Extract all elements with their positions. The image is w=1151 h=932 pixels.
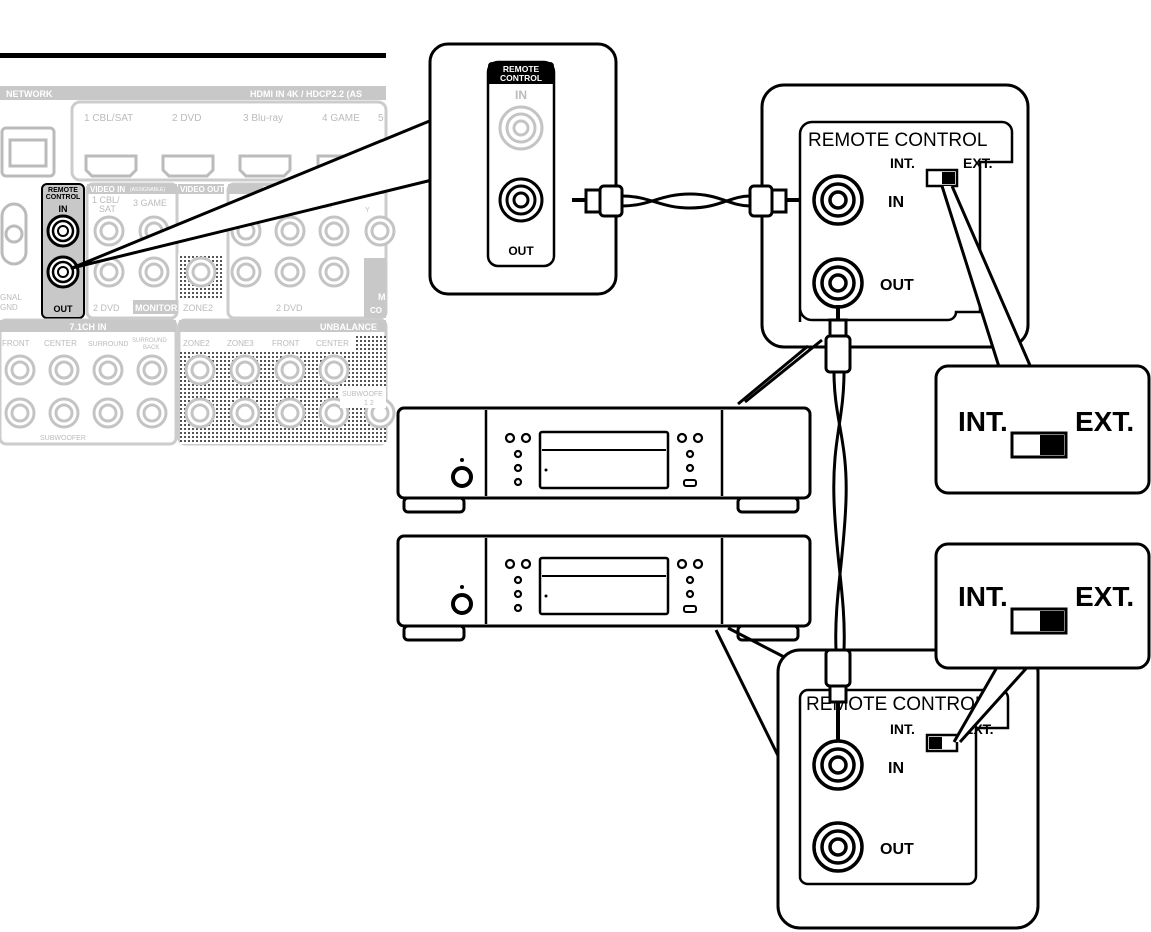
component-m-label: M bbox=[378, 292, 386, 302]
hdmi-input-labels: 1 CBL/SAT 2 DVD 3 Blu-ray 4 GAME 5 bbox=[84, 113, 384, 124]
ch-surround-back-label-2: BACK bbox=[143, 345, 159, 351]
panel-remote-label-1: REMOTE bbox=[48, 187, 78, 194]
component-co-label: CO bbox=[370, 306, 382, 315]
device-top-remote-panel: REMOTE CONTROL INT. EXT. IN OUT bbox=[760, 83, 1030, 349]
ch-surround-back-label-1: SURROUND bbox=[132, 338, 167, 344]
device-top-int: INT. bbox=[890, 155, 915, 171]
player-bottom-buttons bbox=[504, 558, 704, 613]
switch-zoom-top-ext: EXT. bbox=[1075, 406, 1134, 437]
device-bottom-out-label: OUT bbox=[880, 841, 914, 858]
multichannel-jacks bbox=[4, 354, 168, 429]
video-out-label: VIDEO OUT bbox=[180, 185, 224, 194]
video-jacks bbox=[93, 215, 217, 288]
panel-top-edge bbox=[0, 53, 386, 58]
device-bottom-out-jack bbox=[812, 821, 864, 873]
device-bottom-int: INT. bbox=[890, 721, 915, 737]
unbalanced-label: UNBALANCE bbox=[320, 322, 377, 332]
device-bottom-remote-panel: REMOTE CONTROL INT. EXT. IN OUT bbox=[714, 626, 1040, 930]
switch-zoom-bottom-int: INT. bbox=[958, 581, 1008, 612]
ch-surround-label: SURROUND bbox=[88, 341, 128, 348]
component-jacks bbox=[230, 215, 396, 288]
video-in-1b-label: SAT bbox=[99, 204, 116, 214]
switch-zoom-top-int: INT. bbox=[958, 406, 1008, 437]
ch-front-label: FRONT bbox=[2, 339, 30, 348]
video-in-note: (ASSIGNABLE) bbox=[130, 187, 165, 193]
device-bottom-in-label: IN bbox=[888, 760, 904, 777]
panel-remote-out-jack bbox=[46, 255, 80, 289]
player-device-top bbox=[396, 338, 823, 514]
rca-cable-horizontal bbox=[572, 184, 800, 218]
player-top-display bbox=[538, 430, 670, 490]
hdmi-input-1-label: 1 CBL/SAT bbox=[84, 113, 133, 124]
preout-center-label: CENTER bbox=[316, 339, 349, 348]
video-in-2-label: 2 DVD bbox=[93, 303, 120, 313]
hdmi-input-3-label: 3 Blu-ray bbox=[243, 113, 283, 124]
device-bottom-switch bbox=[925, 733, 959, 753]
preout-jacks bbox=[184, 354, 396, 429]
component-y2-label: Y bbox=[365, 207, 370, 214]
signal-gnd-terminal bbox=[0, 202, 28, 266]
panel-header-strip bbox=[0, 86, 386, 100]
switch-zoom-bottom-frame bbox=[934, 542, 1151, 670]
player-bottom-power-button bbox=[451, 593, 473, 615]
hdmi-port-2 bbox=[161, 154, 215, 178]
callout-title-2: CONTROL bbox=[500, 73, 542, 83]
callout-in-jack bbox=[498, 105, 544, 151]
device-top-ext: EXT. bbox=[963, 155, 993, 171]
device-top-title: REMOTE CONTROL bbox=[808, 130, 987, 151]
panel-remote-label-2: CONTROL bbox=[46, 194, 81, 201]
panel-remote-out-label: OUT bbox=[54, 304, 74, 314]
preout-subwoofer-label: SUBWOOFE bbox=[342, 391, 383, 398]
multichannel-in-label: 7.1CH IN bbox=[69, 322, 106, 332]
hdmi-input-4-label: 4 GAME bbox=[322, 113, 360, 124]
player-top-buttons bbox=[504, 432, 704, 487]
video-in-1-label: 1 CBL/ bbox=[92, 195, 120, 205]
callout-in-label: IN bbox=[515, 88, 527, 102]
hdmi-header-label: HDMI IN 4K / HDCP2.2 (AS bbox=[250, 89, 362, 99]
switch-zoom-top: INT. EXT. bbox=[934, 185, 1151, 495]
device-top-in-jack bbox=[812, 174, 864, 226]
callout-out-jack bbox=[498, 177, 544, 223]
ch-center-label: CENTER bbox=[44, 339, 77, 348]
player-top-power-button bbox=[451, 466, 473, 488]
ch-subwoofer-label: SUBWOOFER bbox=[40, 435, 86, 442]
switch-zoom-bottom: INT. EXT. bbox=[934, 542, 1151, 744]
preout-front-label: FRONT bbox=[272, 339, 300, 348]
preout-zone3-label: ZONE3 bbox=[227, 339, 254, 348]
component-2-label: 2 DVD bbox=[276, 303, 303, 313]
preout-sub-numbers: 1 2 bbox=[364, 400, 374, 407]
switch-zoom-bottom-ext: EXT. bbox=[1075, 581, 1134, 612]
player-bottom-display bbox=[538, 556, 670, 616]
signal-gnd-label-2: GND bbox=[0, 303, 18, 312]
receiver-rear-panel: NETWORK HDMI IN 4K / HDCP2.2 (AS 1 CBL/S… bbox=[0, 53, 396, 446]
device-top-out-label: OUT bbox=[880, 277, 914, 294]
player-device-bottom bbox=[396, 534, 812, 642]
panel-remote-in-jack bbox=[46, 214, 80, 248]
network-label: NETWORK bbox=[6, 89, 53, 99]
switch-zoom-top-frame bbox=[934, 364, 1151, 495]
panel-remote-in-label: IN bbox=[59, 204, 68, 214]
remote-control-zoom-callout: REMOTE CONTROL IN OUT bbox=[428, 42, 618, 296]
callout-title-1: REMOTE bbox=[503, 64, 540, 74]
monitor-label: MONITOR bbox=[135, 303, 178, 313]
zone2-video-label: ZONE2 bbox=[183, 303, 213, 313]
hdmi-port-1 bbox=[84, 154, 138, 178]
device-top-out-jack bbox=[812, 257, 864, 309]
hdmi-input-2-label: 2 DVD bbox=[172, 113, 201, 124]
device-bottom-title: REMOTE CONTROL bbox=[806, 694, 985, 715]
preout-zone2-label: ZONE2 bbox=[183, 339, 210, 348]
hdmi-input-5-label: 5 bbox=[378, 113, 384, 124]
rca-cable-vertical bbox=[824, 305, 852, 742]
signal-gnd-label-1: GNAL bbox=[0, 293, 22, 302]
hdmi-port-3 bbox=[238, 154, 292, 178]
video-in-3-label: 3 GAME bbox=[133, 198, 167, 208]
device-top-switch bbox=[925, 168, 959, 188]
callout-out-label: OUT bbox=[508, 244, 534, 258]
video-in-label: VIDEO IN bbox=[90, 185, 125, 194]
device-bottom-in-jack bbox=[812, 739, 864, 791]
device-top-in-label: IN bbox=[888, 194, 904, 211]
